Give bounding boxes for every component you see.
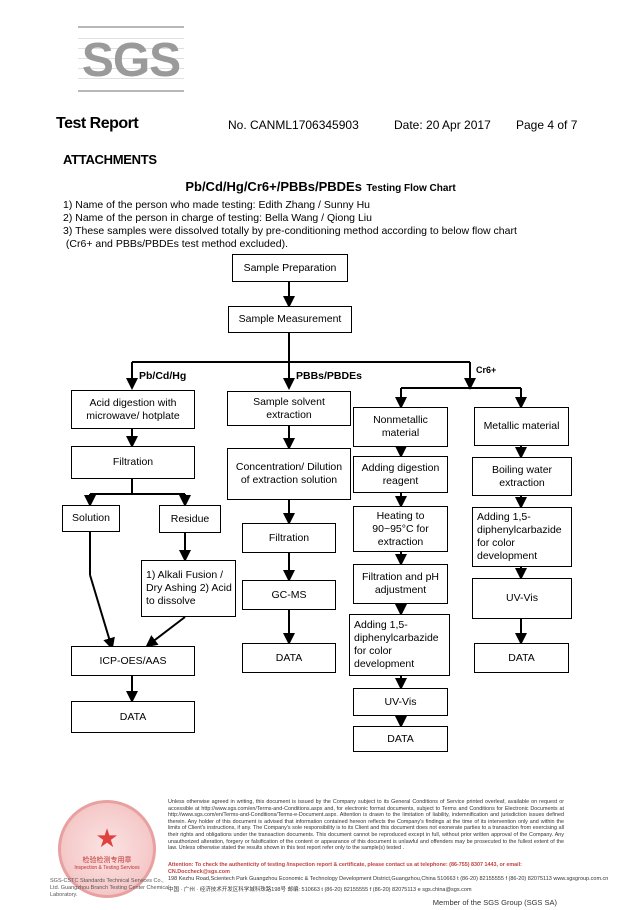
acid-digestion-box: Acid digestion with microwave/ hotplate	[71, 390, 195, 429]
uv-vis-box-d: UV-Vis	[472, 578, 572, 619]
diphenylcarbazide-box-c: Adding 1,5-diphenylcarbazide for color d…	[349, 614, 450, 676]
seal-text-en: Inspection & Testing Services	[74, 865, 140, 871]
seal-star-icon: ★	[95, 823, 119, 853]
address-chinese: 中国 · 广州 · 经济技术开发区科学城科珠路198号 邮编: 510663 t…	[168, 887, 472, 893]
sample-measurement-box: Sample Measurement	[228, 306, 352, 333]
filtration-box-a: Filtration	[71, 446, 195, 479]
branch-label-cr: Cr6+	[476, 365, 497, 375]
report-date: Date: 20 Apr 2017	[394, 118, 491, 132]
filtration-box-b: Filtration	[242, 523, 336, 553]
boiling-water-box: Boiling water extraction	[472, 457, 572, 496]
heating-box: Heating to 90~95°C for extraction	[353, 506, 448, 552]
nonmetallic-box: Nonmetallic material	[353, 407, 448, 447]
address-english: 198 Kezhu Road,Scientech Park Guangzhou …	[168, 876, 609, 882]
note-1: 1) Name of the person who made testing: …	[63, 199, 371, 211]
icp-oes-box: ICP-OES/AAS	[71, 646, 195, 676]
note-3: 3) These samples were dissolved totally …	[63, 225, 517, 237]
ph-adjustment-box: Filtration and pH adjustment	[353, 564, 448, 604]
data-box-d: DATA	[474, 643, 569, 673]
solvent-extraction-box: Sample solvent extraction	[227, 391, 351, 426]
note-2: 2) Name of the person in charge of testi…	[63, 212, 372, 224]
seal-text-cn: 检验检测专用章	[82, 857, 132, 864]
digestion-reagent-box: Adding digestion reagent	[353, 456, 448, 493]
seal-footnote: SGS-CSTC Standards Technical Services Co…	[50, 878, 170, 898]
data-box-b: DATA	[242, 643, 336, 673]
metallic-box: Metallic material	[474, 407, 569, 446]
sgs-membership: Member of the SGS Group (SGS SA)	[432, 898, 557, 907]
uv-vis-box-c: UV-Vis	[353, 688, 448, 716]
residue-box: Residue	[159, 505, 221, 533]
sample-preparation-box: Sample Preparation	[232, 254, 348, 282]
terms-text: Unless otherwise agreed in writing, this…	[168, 799, 564, 852]
report-title: Test Report	[56, 115, 139, 132]
inspection-seal: ★ 检验检测专用章 Inspection & Testing Services	[58, 800, 156, 898]
concentration-box: Concentration/ Dilution of extraction so…	[227, 448, 351, 500]
notes: 1) Name of the person who made testing: …	[63, 199, 517, 251]
sgs-logo: SGS	[78, 26, 184, 92]
alkali-fusion-box: 1) Alkali Fusion / Dry Ashing 2) Acid to…	[141, 560, 236, 617]
attachments-heading: ATTACHMENTS	[63, 152, 157, 167]
chart-title: Pb/Cd/Hg/Cr6+/PBBs/PBDEs Testing Flow Ch…	[0, 178, 641, 196]
chart-title-main: Pb/Cd/Hg/Cr6+/PBBs/PBDEs	[185, 179, 362, 194]
diphenylcarbazide-box-d: Adding 1,5-diphenylcarbazide for color d…	[472, 507, 572, 567]
gc-ms-box: GC-MS	[242, 580, 336, 610]
chart-title-suffix: Testing Flow Chart	[366, 183, 456, 194]
report-number: No. CANML1706345903	[228, 118, 359, 132]
note-4: (Cr6+ and PBBs/PBDEs test method exclude…	[63, 238, 288, 250]
solution-box: Solution	[62, 505, 120, 532]
branch-label-metals: Pb/Cd/Hg	[139, 370, 187, 382]
logo-text: SGS	[81, 34, 181, 87]
data-box-a: DATA	[71, 701, 195, 733]
branch-label-pbbs: PBBs/PBDEs	[296, 370, 362, 382]
page-number: Page 4 of 7	[516, 118, 578, 132]
data-box-c: DATA	[353, 726, 448, 752]
authenticity-notice: Attention: To check the authenticity of …	[168, 862, 522, 875]
